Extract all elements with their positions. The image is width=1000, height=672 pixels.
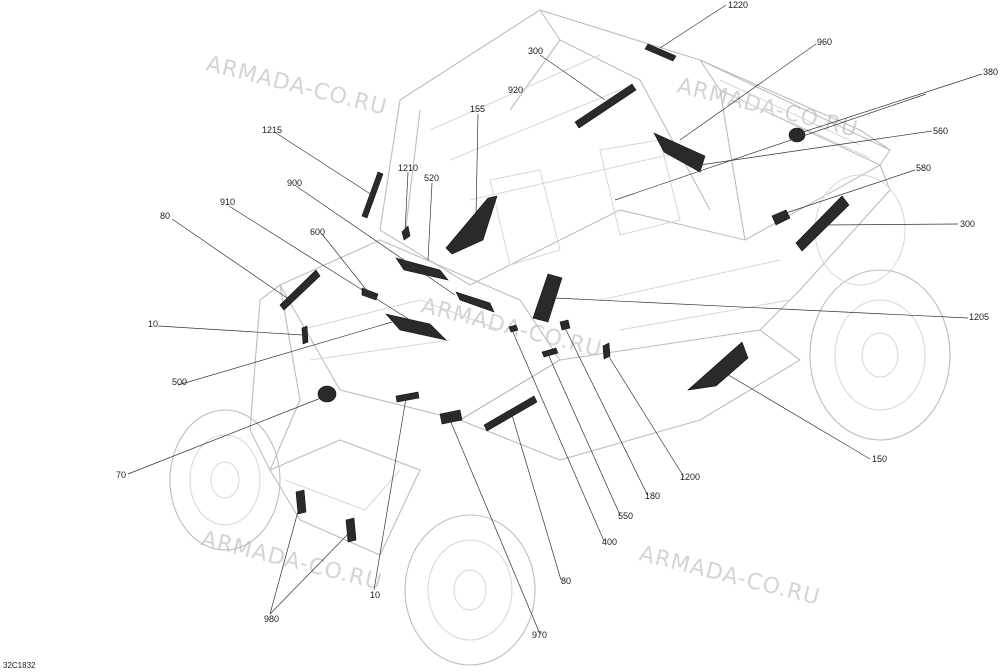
decal-520 [395,257,449,281]
decal-960 [653,132,706,173]
callout-380: 380 [983,67,998,77]
decal-400 [508,324,519,333]
decal-580 [771,209,791,226]
decal-10-bumper [395,391,420,403]
decal-10-front [301,325,309,345]
callout-80: 80 [160,211,170,221]
callout-970: 970 [532,630,547,640]
decal-300-side [795,195,850,252]
watermark: ARMADA-CO.RU [199,527,385,596]
callout-400: 400 [602,537,617,547]
callout-10: 10 [148,319,158,329]
decal-1210 [401,225,411,241]
decal-1205 [532,273,563,323]
decal-980-right [345,517,357,543]
wheel-rear-right [809,269,951,441]
watermark: ARMADA-CO.RU [637,542,823,611]
callout-10: 10 [370,590,380,600]
decal-910 [385,313,447,341]
callout-80: 80 [561,576,571,586]
callout-300: 300 [528,46,543,56]
callout-920: 920 [508,85,523,95]
callout-520: 520 [424,173,439,183]
decal-970 [439,409,463,425]
callout-70: 70 [116,470,126,480]
decal-550 [541,347,559,358]
wheel-front-right [404,514,536,666]
decal-180 [559,319,571,331]
leader-lines [127,4,983,635]
callout-155: 155 [470,104,485,114]
wheel-rear-left [814,174,906,286]
callout-980: 980 [264,614,279,624]
callout-300: 300 [960,219,975,229]
callout-910: 910 [220,197,235,207]
callout-1210: 1210 [398,163,418,173]
callout-600: 600 [310,227,325,237]
decals [279,43,850,543]
callouts: 1220 300 960 380 920 155 560 1215 580 12… [116,0,998,640]
diagram-code: 32C1832 [3,661,36,670]
callout-560: 560 [933,126,948,136]
callout-1200: 1200 [680,472,700,482]
decal-70 [317,385,337,403]
watermark: ARMADA-CO.RU [204,52,390,121]
callout-550: 550 [618,511,633,521]
callout-1215: 1215 [262,125,282,135]
wheel-front-left [169,409,281,551]
callout-150: 150 [872,454,887,464]
decal-1215 [361,171,384,219]
callout-180: 180 [645,491,660,501]
decal-1220 [644,43,677,62]
decal-150 [687,341,749,391]
callout-960: 960 [817,37,832,47]
decal-80-side [483,395,538,432]
callout-580: 580 [916,163,931,173]
callout-1205: 1205 [969,312,989,322]
decal-980-left [295,489,307,515]
decal-900 [455,291,495,313]
callout-900: 900 [287,178,302,188]
decal-155 [445,195,498,255]
decal-300-roof [574,83,637,129]
callout-1220: 1220 [728,0,748,10]
callout-500: 500 [172,377,187,387]
vehicle-drawing [169,9,951,666]
